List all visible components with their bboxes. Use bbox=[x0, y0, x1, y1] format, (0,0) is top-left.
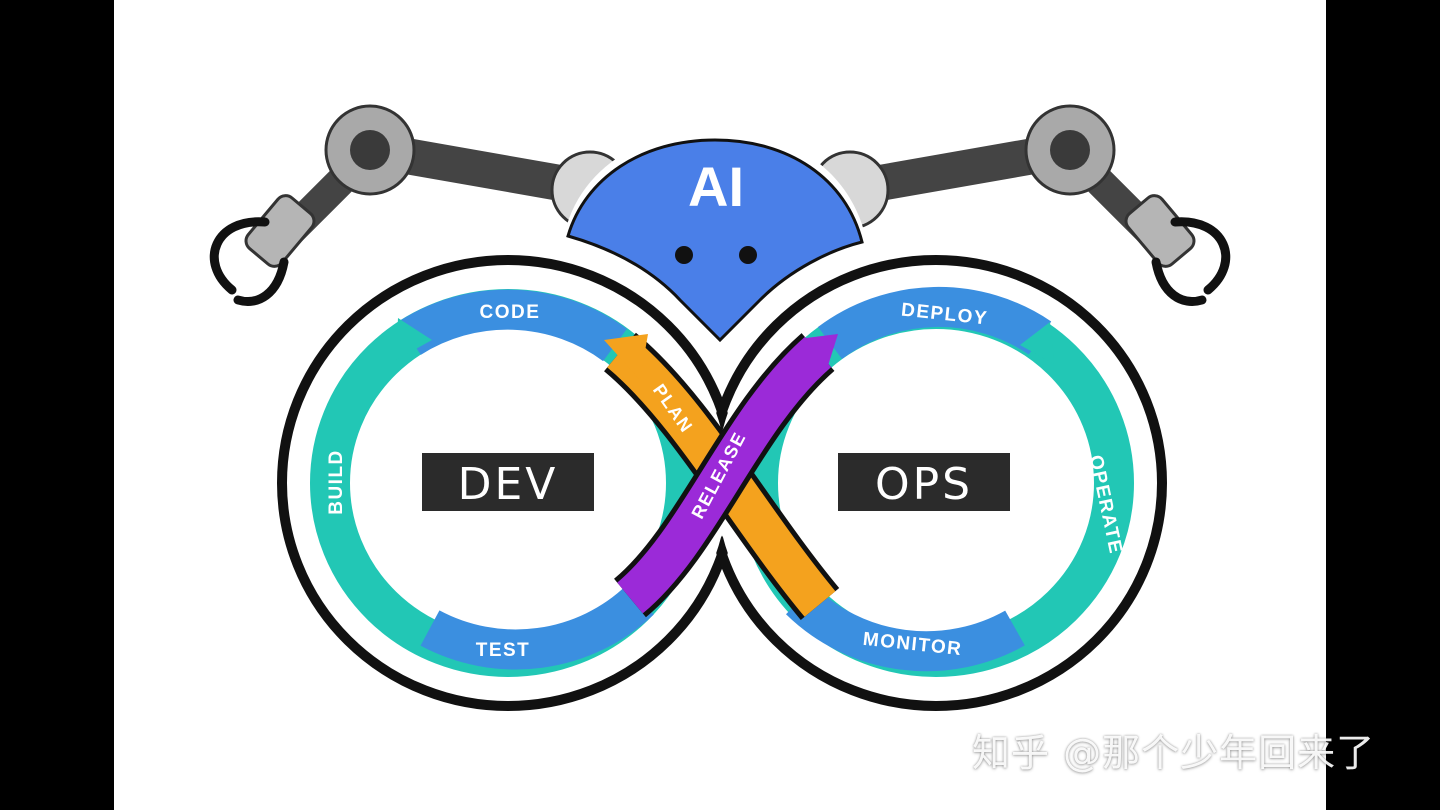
robot-arm-right bbox=[810, 104, 1231, 306]
dev-title-box: DEV bbox=[422, 453, 594, 511]
dev-title: DEV bbox=[458, 459, 559, 510]
ai-hub: AI bbox=[565, 130, 866, 345]
watermark: 知乎 @那个少年回来了 bbox=[972, 731, 1376, 775]
hub-label: AI bbox=[688, 155, 744, 218]
ops-title-box: OPS bbox=[838, 453, 1010, 511]
dev-ring bbox=[310, 289, 706, 677]
letterbox-right bbox=[1326, 0, 1440, 810]
stage-code: CODE bbox=[480, 302, 541, 323]
letterbox-left bbox=[0, 0, 114, 810]
eye-icon bbox=[675, 246, 693, 264]
eye-icon bbox=[739, 246, 757, 264]
ops-title: OPS bbox=[875, 459, 973, 510]
stage-build: BUILD bbox=[326, 449, 347, 515]
stage-test: TEST bbox=[476, 640, 531, 661]
